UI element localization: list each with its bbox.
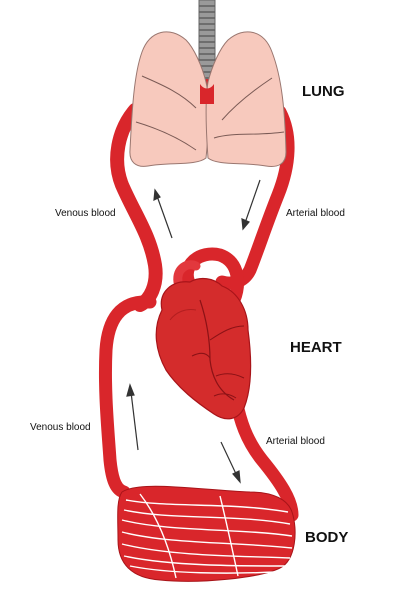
lungs-icon [129,31,287,167]
arterial-blood-lower-label: Arterial blood [266,436,325,447]
arrow-arterial-upper [241,179,261,231]
venous-blood-lower-label: Venous blood [30,422,91,433]
arrow-venous-upper [153,188,173,239]
lung-label: LUNG [302,83,345,100]
arterial-blood-upper-label: Arterial blood [286,208,345,219]
arrow-arterial-lower [220,441,241,484]
venous-blood-upper-label: Venous blood [55,208,116,219]
capillary-bed-icon [117,485,296,582]
body-label: BODY [305,529,348,546]
heart-icon [155,277,252,420]
systemic-vessels [98,247,299,522]
flow-arrows [126,179,261,484]
heart-label: HEART [290,339,342,356]
trachea-icon [198,0,216,85]
arrow-venous-lower [126,383,139,451]
